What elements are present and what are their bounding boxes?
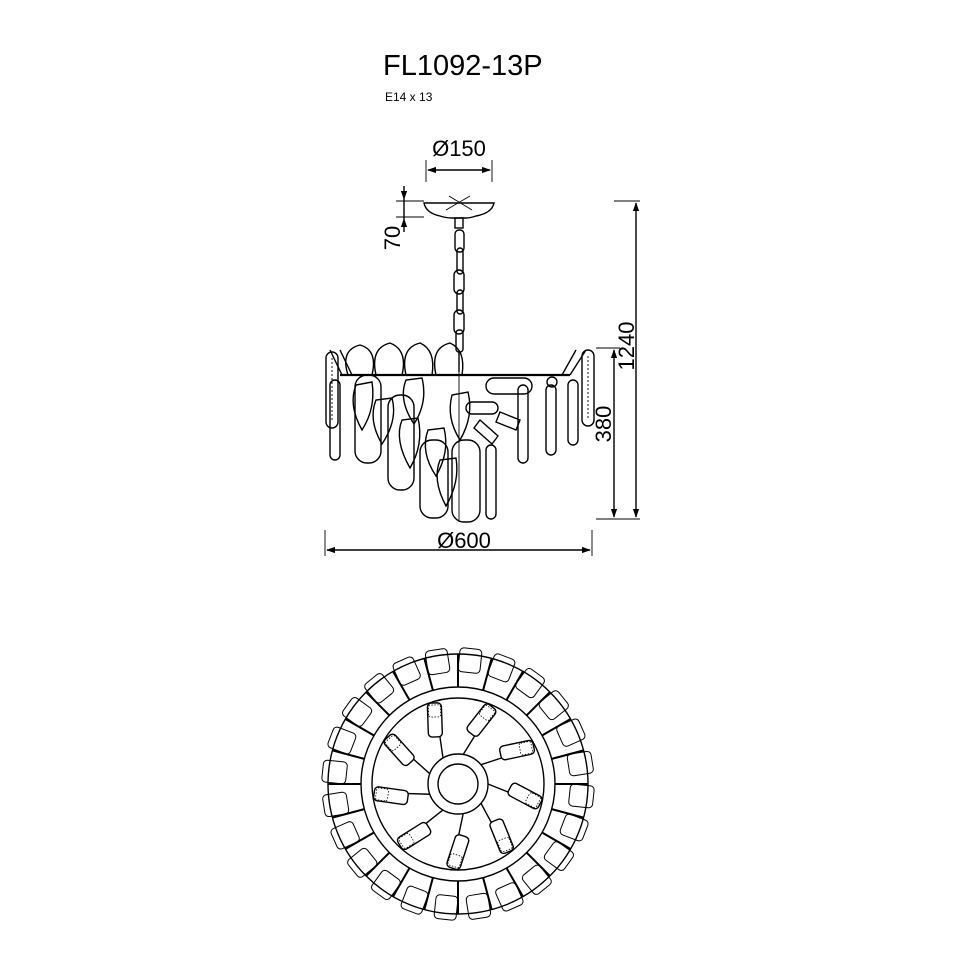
- spoke: [541, 718, 572, 737]
- lamp-arm: [372, 786, 430, 806]
- lamp-socket: [489, 818, 514, 855]
- spoke: [541, 831, 572, 850]
- outer-tab: [568, 783, 595, 809]
- model-title: FL1092-13P: [383, 50, 543, 82]
- outer-tab: [392, 656, 421, 686]
- spoke: [525, 851, 551, 877]
- outer-tab: [521, 864, 552, 895]
- frame: [325, 349, 595, 429]
- overall-height-dimension: 1240: [596, 200, 640, 520]
- spoke: [365, 691, 391, 717]
- spoke: [423, 877, 434, 910]
- outer-tab: [515, 668, 545, 699]
- spoke: [551, 749, 584, 760]
- canopy-diameter-label: Ø150: [432, 136, 486, 161]
- spoke: [392, 670, 411, 701]
- canopy-height-label: 70: [380, 226, 405, 250]
- lamp-socket: [372, 786, 409, 806]
- lamp-socket: [466, 703, 497, 737]
- lamp-arm: [446, 813, 470, 871]
- top-view-outer-tabs: [321, 647, 595, 921]
- spoke: [482, 877, 493, 910]
- outer-tab: [543, 841, 574, 871]
- outer-tab: [433, 894, 459, 921]
- top-view-spokes: [328, 654, 588, 914]
- glass-leaves-hanging: [329, 374, 579, 523]
- body-height-label: 380: [591, 406, 616, 443]
- spoke: [551, 808, 584, 819]
- lamp-arm: [480, 739, 536, 766]
- lamp-socket: [383, 733, 415, 767]
- outer-tab: [559, 813, 589, 842]
- outer-tab: [327, 726, 357, 755]
- spoke: [332, 808, 365, 819]
- body-height-dimension: 380: [591, 347, 620, 518]
- lamp-holders: [465, 376, 558, 446]
- outer-tab: [321, 759, 348, 785]
- lamp-arm: [383, 733, 431, 775]
- lamp-arm: [462, 703, 497, 755]
- spoke: [525, 691, 551, 717]
- glass-leaves-upper: [345, 342, 464, 376]
- overall-height-label: 1240: [614, 322, 639, 371]
- outer-tab: [364, 673, 395, 704]
- spoke: [344, 831, 375, 850]
- canopy-diameter-dimension: Ø150: [425, 136, 493, 182]
- outer-tab: [322, 791, 350, 818]
- outer-tab: [347, 847, 378, 878]
- outer-tab: [495, 882, 524, 912]
- outer-tab: [566, 750, 594, 777]
- lamp-socket: [498, 739, 536, 761]
- spoke: [505, 670, 524, 701]
- body-diameter-dimension: Ø600: [324, 528, 593, 556]
- outer-tab: [400, 885, 429, 915]
- outer-tab: [371, 869, 401, 900]
- spoke: [365, 851, 391, 877]
- top-view: [321, 647, 595, 921]
- outer-tab: [538, 690, 569, 721]
- spoke: [332, 749, 365, 760]
- lamp-socket: [426, 702, 444, 738]
- spoke: [344, 718, 375, 737]
- spoke: [482, 658, 493, 691]
- lamp-arm: [426, 702, 444, 759]
- outer-tab: [556, 718, 586, 747]
- spoke: [505, 867, 524, 898]
- spoke: [423, 658, 434, 691]
- lamp-socket: [396, 821, 432, 851]
- outer-tab: [465, 892, 492, 920]
- lamp-socket: [446, 834, 470, 871]
- canopy-height-dimension: 70: [380, 186, 424, 250]
- body-diameter-label: Ø600: [437, 528, 491, 553]
- lamp-spec: E14 x 13: [385, 90, 433, 104]
- canopy: [423, 202, 495, 219]
- lamp-arm: [487, 782, 543, 810]
- outer-tab: [424, 648, 451, 676]
- lamp-socket: [507, 782, 543, 810]
- lamp-arm: [480, 802, 514, 855]
- outer-tab: [342, 697, 373, 727]
- outer-tab: [330, 821, 360, 850]
- top-view-lamp-arms: [372, 702, 543, 871]
- outer-tab: [487, 653, 516, 683]
- side-view: Ø150 70 1240 380 Ø600: [324, 136, 640, 556]
- lamp-arm: [396, 809, 444, 851]
- outer-tab: [457, 647, 483, 674]
- spoke: [392, 867, 411, 898]
